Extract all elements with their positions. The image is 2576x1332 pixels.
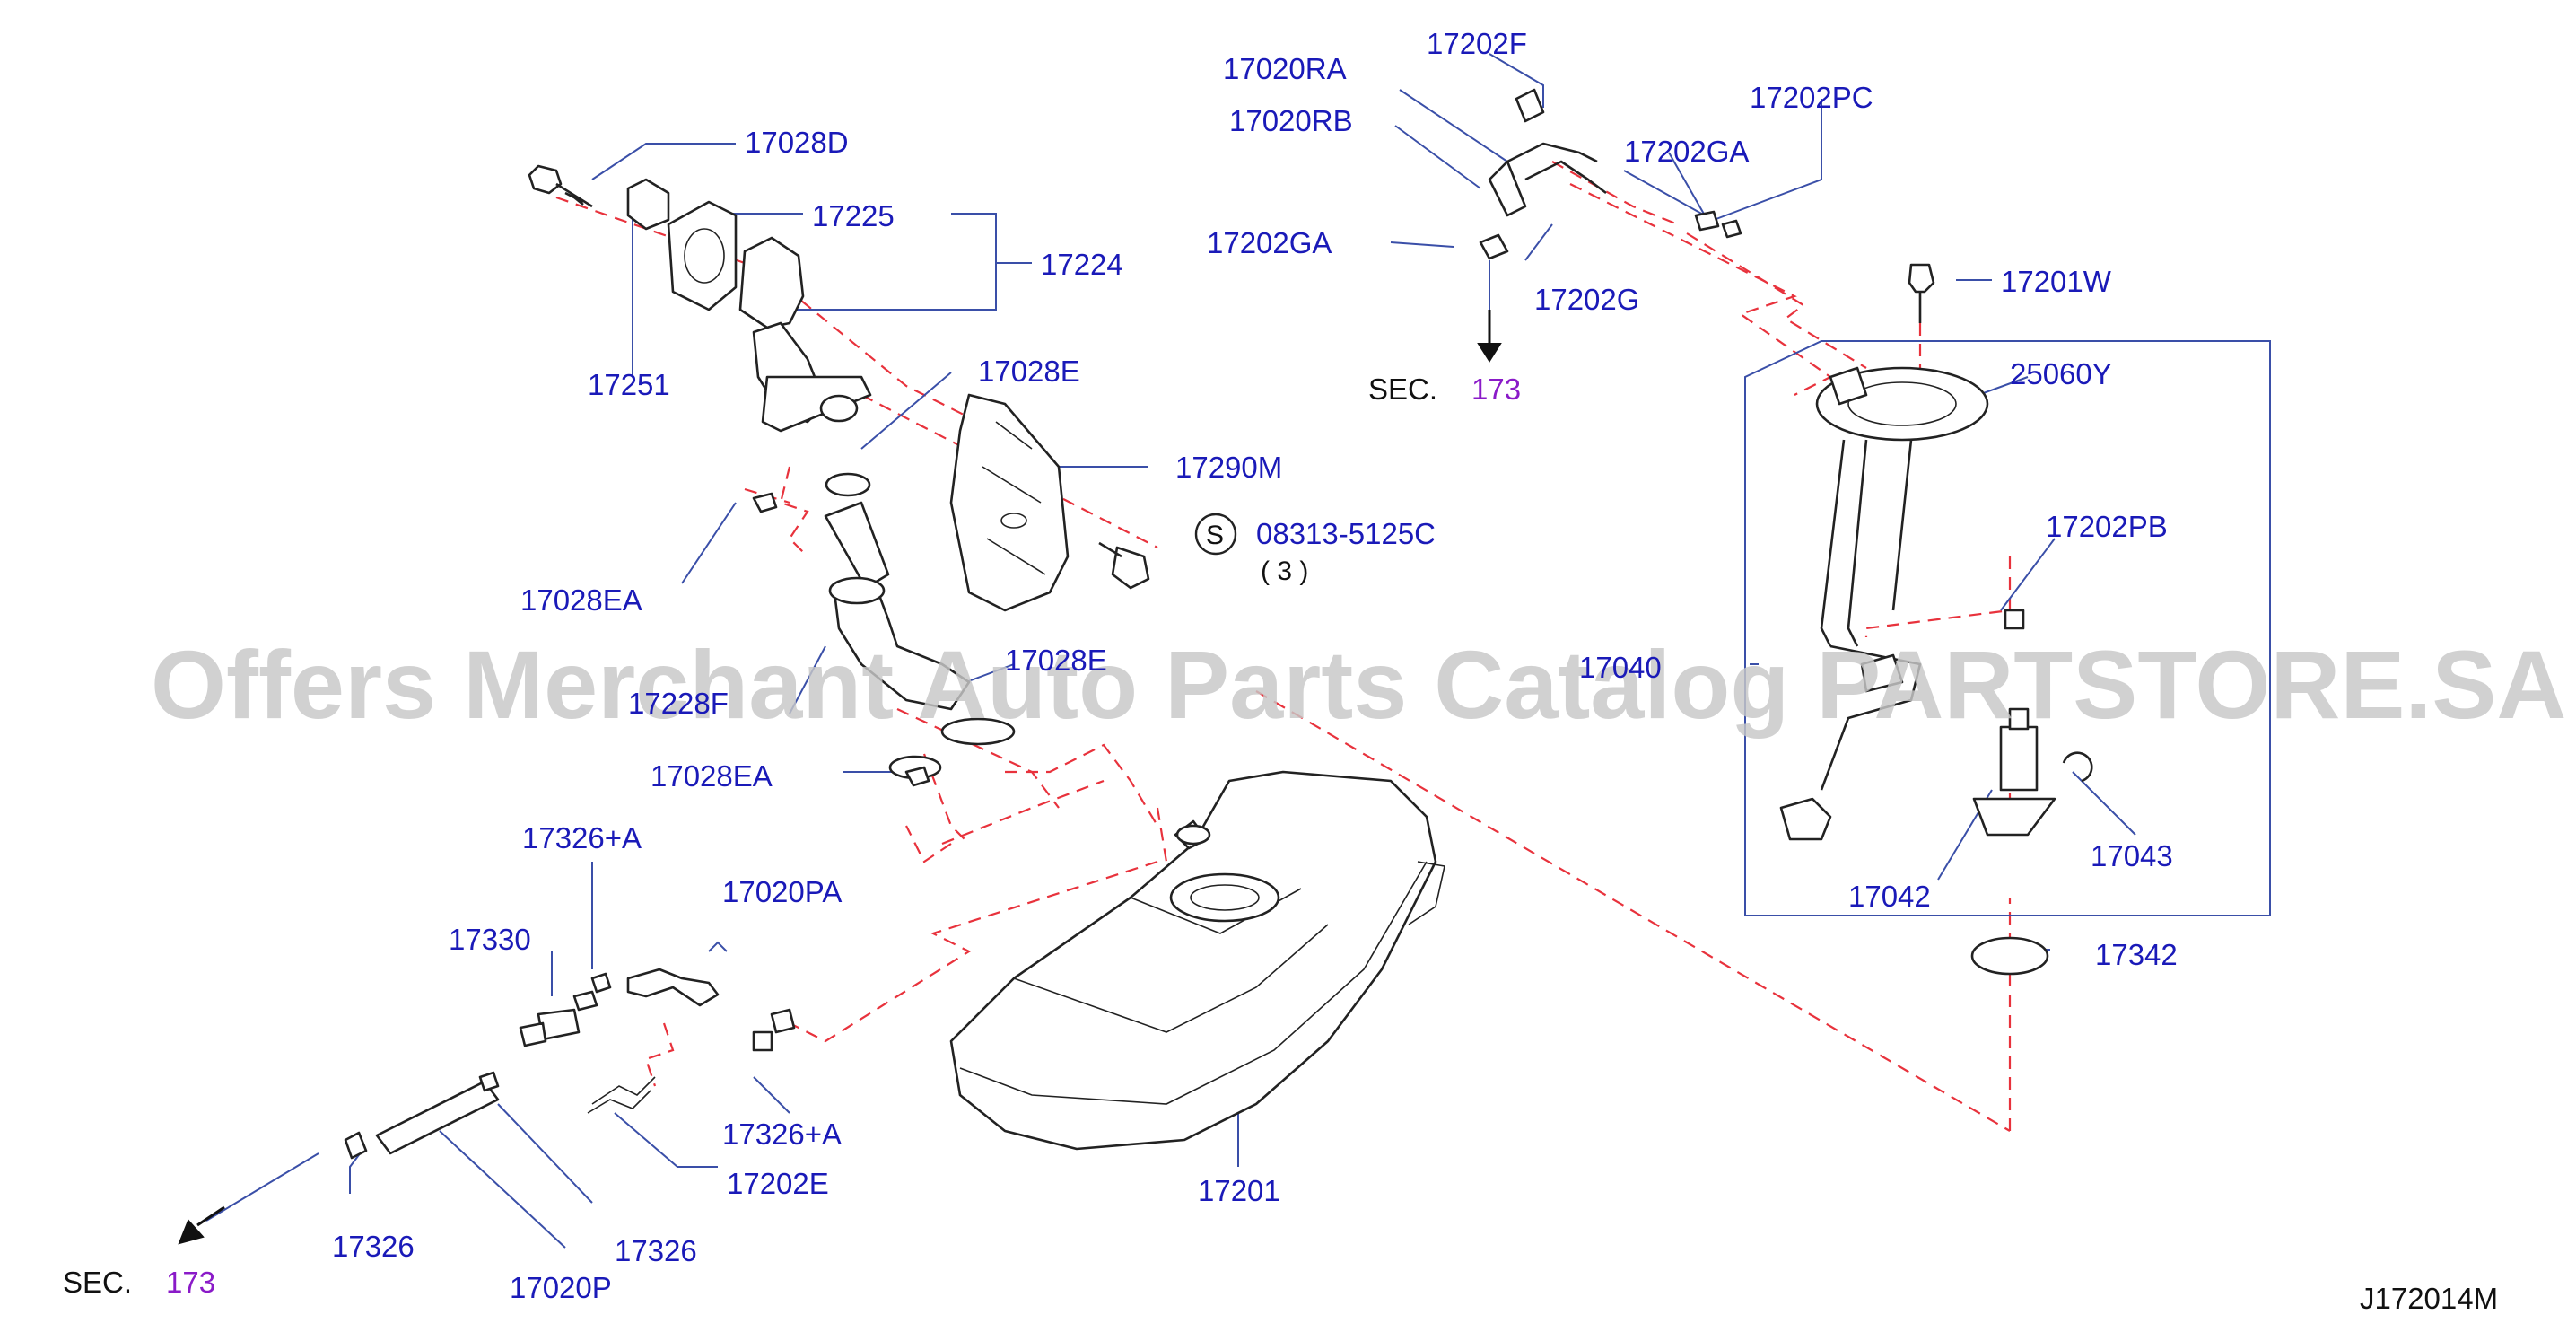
vent-line-parts: [344, 968, 796, 1160]
part-labels: 17028D 17225 17224 17251 17028E 17290M 0…: [332, 27, 2178, 1304]
sec-bottom-label: SEC.: [63, 1266, 132, 1299]
filler-gasket-plate: [667, 200, 738, 311]
label-17020RA: 17020RA: [1223, 52, 1347, 85]
label-17202GA-right: 17202GA: [1624, 135, 1749, 168]
small-clamps: [752, 492, 930, 787]
label-17020PA: 17020PA: [722, 875, 842, 908]
label-17020P: 17020P: [510, 1271, 612, 1304]
pump-sender-unit: [1779, 366, 1989, 841]
shield-bolt: [1098, 513, 1237, 590]
leader-lines: [205, 53, 2136, 1249]
label-17028EA-top: 17028EA: [520, 583, 642, 617]
sec-top-number[interactable]: 173: [1471, 372, 1521, 406]
watermark-text: Offers Merchant Auto Parts Catalog PARTS…: [151, 630, 2566, 739]
sec-top-label: SEC.: [1368, 372, 1437, 406]
label-17251: 17251: [588, 368, 670, 401]
section-arrow-bottom: [178, 1205, 225, 1245]
label-17043: 17043: [2091, 839, 2173, 872]
label-17225: 17225: [812, 199, 895, 232]
filler-hose: [824, 501, 1016, 780]
section-arrow-top: [1477, 310, 1502, 363]
label-17326-left: 17326: [332, 1230, 415, 1263]
label-17290M: 17290M: [1175, 451, 1282, 484]
label-17224: 17224: [1041, 248, 1123, 281]
label-08313-qty: ( 3 ): [1261, 556, 1308, 586]
label-17202E: 17202E: [727, 1167, 829, 1200]
heat-shield: [949, 393, 1070, 612]
label-17202G: 17202G: [1534, 283, 1639, 316]
fuel-tank: [949, 770, 1445, 1151]
filler-neck-assembly: [738, 236, 872, 497]
filler-cap-and-bolt: [528, 164, 670, 231]
sec-bottom-number[interactable]: 173: [166, 1266, 215, 1299]
label-17202PB: 17202PB: [2046, 510, 2168, 543]
label-17330: 17330: [449, 923, 531, 956]
label-17020RB: 17020RB: [1229, 104, 1353, 137]
label-17042: 17042: [1848, 880, 1931, 913]
label-08313-5125C: 08313-5125C: [1256, 517, 1436, 550]
sender-bolt: [1908, 263, 1935, 323]
evap-hose-right-top: [1479, 88, 1742, 260]
label-17040: 17040: [1579, 651, 1662, 684]
label-17228F: 17228F: [628, 687, 729, 720]
label-17202PC: 17202PC: [1750, 81, 1873, 114]
label-17028E-top: 17028E: [978, 355, 1080, 388]
screw-symbol: S: [1206, 521, 1224, 550]
label-17326-right: 17326: [615, 1234, 697, 1267]
section-reference-bottom[interactable]: SEC. 173: [63, 1266, 215, 1299]
label-25060Y: 25060Y: [2010, 357, 2112, 390]
section-reference-top[interactable]: SEC. 173: [1368, 372, 1521, 406]
label-17202F: 17202F: [1427, 27, 1527, 60]
label-17201: 17201: [1198, 1174, 1280, 1207]
label-17028E-mid: 17028E: [1005, 644, 1107, 677]
label-17201W: 17201W: [2001, 265, 2112, 298]
label-17342: 17342: [2095, 938, 2178, 971]
pump-parts: [1970, 609, 2093, 976]
label-17326A-bottom: 17326+A: [722, 1117, 842, 1151]
label-17326A-top: 17326+A: [522, 821, 642, 854]
pump-assembly-frame: [1744, 340, 2271, 916]
diagram-code: J172014M: [2360, 1282, 2498, 1315]
label-17028D: 17028D: [745, 126, 849, 159]
label-17028EA-mid: 17028EA: [651, 759, 773, 793]
label-17202GA-left: 17202GA: [1207, 226, 1332, 259]
